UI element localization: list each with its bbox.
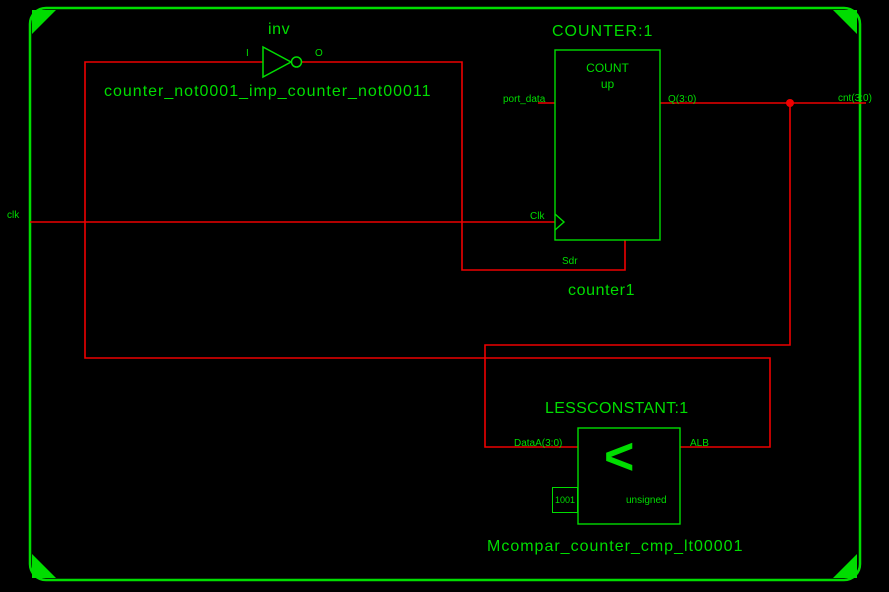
net-q-to-dataa-wire[interactable] <box>484 103 791 448</box>
comparator-pin-a-label: DataA(3:0) <box>514 438 563 449</box>
counter-pin-port-data-label: port_data <box>503 94 546 105</box>
corner-mark-top-left <box>32 10 56 34</box>
comparator-instance-label: Mcompar_counter_cmp_lt00001 <box>487 538 744 555</box>
inverter-bubble-icon <box>290 56 303 68</box>
net-alb-to-inverter-wire[interactable] <box>84 61 771 448</box>
comparator-constant-value: 1001 <box>554 495 576 505</box>
counter-mode-label: up <box>600 77 615 91</box>
counter-pin-q-label: Q(3:0) <box>668 94 697 105</box>
comparator-title: LESSCONSTANT:1 <box>545 400 689 417</box>
corner-mark-bottom-left <box>32 554 56 578</box>
counter-pin-sdr-label: Sdr <box>562 256 578 267</box>
comparator-block[interactable] <box>577 427 681 525</box>
inverter-title: inv <box>268 21 291 38</box>
port-cnt-label[interactable]: cnt(3:0) <box>838 93 872 104</box>
less-than-operator: < <box>604 428 635 486</box>
inverter-pin-in-label: I <box>246 48 249 59</box>
junction-dot <box>786 99 794 107</box>
inverter-instance-label: counter_not0001_imp_counter_not00011 <box>104 83 432 100</box>
counter-pin-clk-label: Clk <box>530 211 545 222</box>
sheet-border <box>28 6 862 582</box>
port-clk-label[interactable]: clk <box>7 210 20 221</box>
corner-mark-bottom-right <box>833 554 857 578</box>
comparator-constant-box[interactable]: 1001 <box>552 487 578 513</box>
comparator-mode-label: unsigned <box>626 495 667 506</box>
corner-mark-top-right <box>833 10 857 34</box>
counter-block[interactable] <box>554 49 661 241</box>
counter-title: COUNTER:1 <box>552 23 654 40</box>
counter-instance-label: counter1 <box>568 282 636 299</box>
inverter-pin-out-label: O <box>315 48 323 59</box>
clock-input-wedge-icon <box>554 213 566 231</box>
comparator-pin-out-label: ALB <box>690 438 709 449</box>
net-inverter-out-to-sdr-wire[interactable] <box>302 61 626 271</box>
counter-body-label: COUNT <box>586 61 629 75</box>
inverter-triangle-icon[interactable] <box>262 45 293 79</box>
